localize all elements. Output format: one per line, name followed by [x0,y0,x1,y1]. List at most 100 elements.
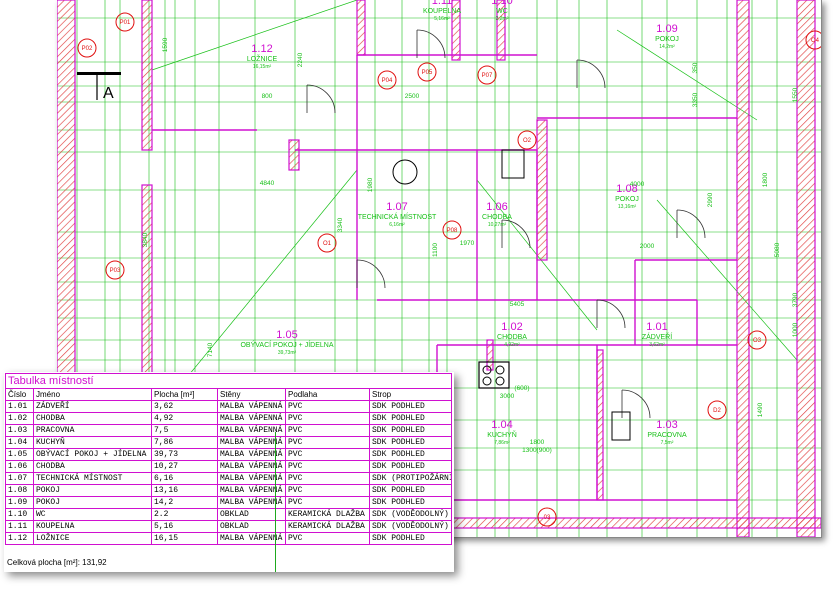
section-bar [77,72,121,75]
cell-strop: SDK PODHLED [369,460,452,473]
dimension-text: 1970 [460,240,475,247]
burner-icon [495,365,505,375]
cell-strop: SDK PODHLED [369,436,452,449]
dimension-text: 3350 [692,92,699,107]
cell-cislo: 1.08 [5,484,34,497]
header-podlaha: Podlaha [285,388,370,401]
sink-icon [611,411,631,441]
cell-cislo: 1.09 [5,496,34,509]
door-swing [416,29,446,59]
dimension-text: 1590 [162,37,169,52]
annotation-tag-circle [805,30,821,50]
dimension-text: 2990 [707,192,714,207]
door-swing [356,259,386,289]
cell-plocha: 10,27 [151,460,218,473]
room-number: 1.10 [491,0,512,7]
hatched-wall [596,349,604,501]
annotation-tag-label: P08 [447,228,458,234]
dimension-line-overlap [275,432,276,572]
annotation-tag-circle [377,70,397,90]
hatched-wall [356,0,366,56]
room-area: 39,73m² [278,350,297,356]
dimension-text: 2000 [640,243,655,250]
annotation-tag-circle [317,233,337,253]
dimension-text: 3000 [500,393,515,400]
cell-cislo: 1.12 [5,532,34,545]
header-steny: Stěny [217,388,286,401]
annotation-tag-circle [477,65,497,85]
hatched-wall [141,184,153,537]
table-header-row: Číslo Jméno Plocha [m²] Stěny Podlaha St… [5,388,452,401]
annotation-tag-label: P01 [120,20,131,26]
section-mark-label: A [103,85,114,102]
dimension-text: 800 [262,93,273,100]
stove-icon [478,361,510,389]
room-number: 1.01 [646,321,667,333]
door-swing [576,59,606,89]
room-schedule-table: Tabulka místností Číslo Jméno Plocha [m²… [5,373,452,545]
cell-strop: SDK PODHLED [369,400,452,413]
cell-jmeno: CHODBA [33,412,152,425]
annotation-tag-label: O4 [811,38,820,44]
dimension-text: 4000 [630,181,645,188]
cell-jmeno: OBÝVACÍ POKOJ + JÍDELNA [33,448,152,461]
dimension-text: 4840 [260,180,275,187]
header-jmeno: Jméno [33,388,152,401]
cell-jmeno: PRACOVNA [33,424,152,437]
dimension-text: 1550 [792,87,799,102]
cell-podlaha: PVC [285,460,370,473]
header-strop: Strop [369,388,452,401]
room-area: 16,15m² [253,64,272,70]
room-number: 1.03 [656,419,677,431]
cell-cislo: 1.06 [5,460,34,473]
cell-jmeno: KUCHYŇ [33,436,152,449]
annotation-tag-label: O3 [753,338,762,344]
cell-plocha: 2.2 [151,508,218,521]
room-area: 3,62m² [649,342,665,348]
room-name: LOŽNICE [247,54,278,63]
cell-plocha: 7,86 [151,436,218,449]
cell-podlaha: PVC [285,496,370,509]
annotation-tag-label: O2 [523,138,532,144]
cell-podlaha: PVC [285,472,370,485]
hatched-wall [486,339,494,371]
dimension-text: 1800 [762,172,769,187]
dimension-text: 3840 [142,232,149,247]
annotation-tag-circle [442,220,462,240]
door-swing [596,299,626,329]
room-area: 14,2m² [659,44,675,50]
diagonal-line [656,199,798,361]
cell-cislo: 1.01 [5,400,34,413]
annotation-tag-label: O1 [323,241,332,247]
room-area: 2,2m² [496,16,509,22]
cell-plocha: 14,2 [151,496,218,509]
room-name: KOUPELNA [423,8,461,15]
burner-icon [495,376,505,386]
cell-jmeno: POKOJ [33,484,152,497]
room-number: 1.04 [491,419,512,431]
annotation-tag-label: P02 [82,46,93,52]
cell-jmeno: KOUPELNA [33,520,152,533]
hatched-wall [141,0,153,151]
hatched-wall [536,119,548,261]
cell-strop: SDK PODHLED [369,412,452,425]
cell-podlaha: PVC [285,400,370,413]
cell-podlaha: PVC [285,412,370,425]
cell-plocha: 4,92 [151,412,218,425]
cell-strop: SDK (VODĚODOLNÝ) [369,508,452,521]
dimension-text: 2500 [405,93,420,100]
annotation-tag-circle [747,330,767,350]
annotation-tag-circle [517,130,537,150]
room-area: 7,5m² [661,440,674,446]
room-name: PRACOVNA [647,432,687,439]
cell-plocha: 7,5 [151,424,218,437]
dimension-text: 1980 [367,177,374,192]
cell-steny: MALBA VÁPENNÁ [217,412,286,425]
cell-podlaha: PVC [285,532,370,545]
